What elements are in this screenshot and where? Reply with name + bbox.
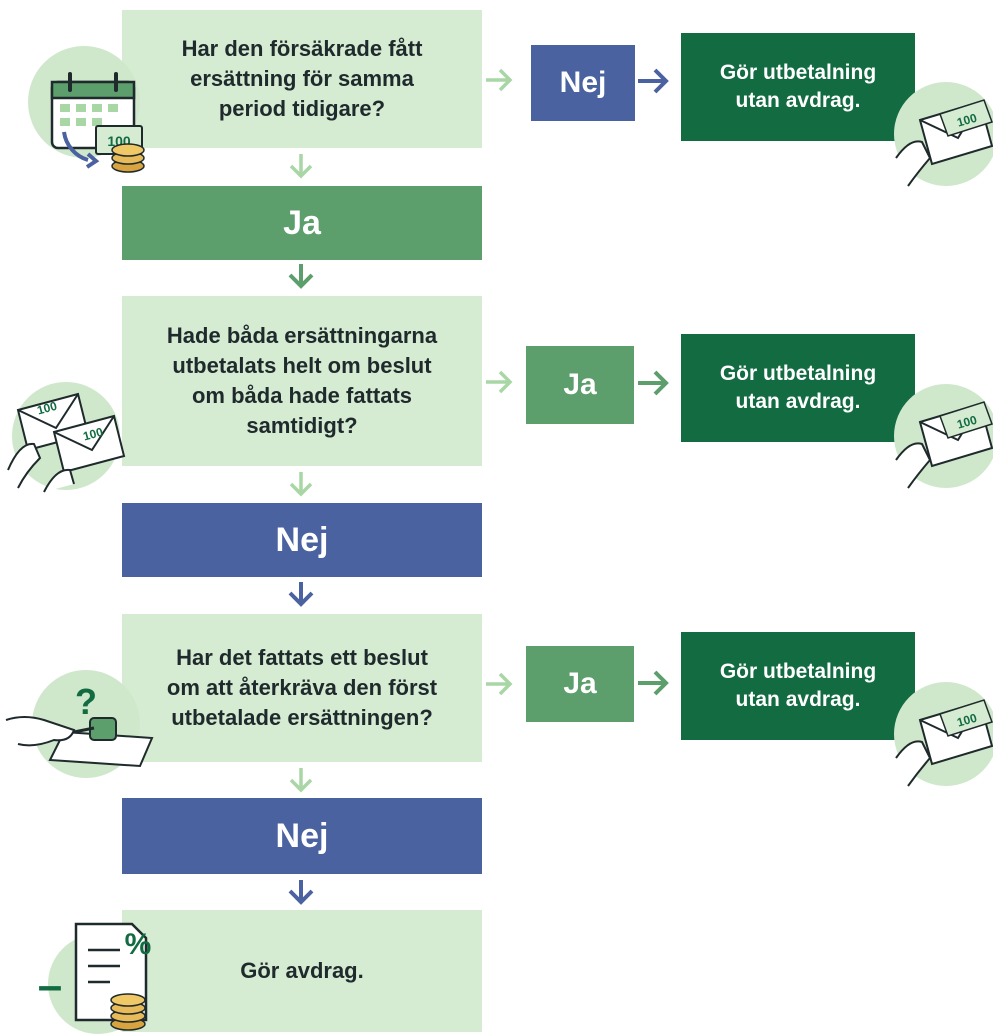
question-3-box: Har det fattats ett beslut om att återkr… [122,614,482,762]
arrow-right-3 [636,668,670,698]
arrow-right-light-1 [484,66,514,94]
envelope-100-icon: 100 [888,382,993,492]
svg-text:100: 100 [955,111,978,130]
result-1-text: Gör utbetalning utan avdrag. [719,61,877,112]
result-3-text: Gör utbetalning utan avdrag. [719,660,877,711]
question-3-text: Har det fattats ett beslut om att återkr… [166,645,438,730]
gavel-question-icon: ? [4,670,160,780]
side-answer-1-label: Nej [559,66,607,99]
svg-text:%: % [125,928,152,961]
arrow-right-light-2 [484,368,514,396]
arrow-down-light-3 [287,766,315,794]
side-answer-2: Ja [526,346,634,424]
envelopes-money-icon: 100 100 [4,360,144,500]
svg-text:100: 100 [955,711,978,730]
side-answer-1: Nej [531,45,635,121]
result-3-box: Gör utbetalning utan avdrag. [681,632,915,740]
arrow-down-3 [286,878,316,906]
down-answer-1: Ja [122,186,482,260]
document-percent-coins-icon: – % [28,914,168,1034]
svg-text:–: – [38,961,62,1010]
arrow-down-2 [286,580,316,608]
arrow-down-light-2 [287,470,315,498]
side-answer-2-label: Ja [563,368,597,401]
arrow-right-light-3 [484,670,514,698]
down-answer-2-label: Nej [275,520,329,559]
svg-text:100: 100 [35,399,58,418]
down-answer-1-label: Ja [283,203,321,242]
question-1-box: Har den försäkrade fått ersättning för s… [122,10,482,148]
result-2-box: Gör utbetalning utan avdrag. [681,334,915,442]
calendar-money-icon: 100 [26,42,156,177]
arrow-down-light-1 [287,152,315,180]
question-2-box: Hade båda ersättningarna utbetalats helt… [122,296,482,466]
down-answer-2: Nej [122,503,482,577]
question-1-text: Har den försäkrade fått ersättning för s… [181,36,423,121]
result-1-box: Gör utbetalning utan avdrag. [681,33,915,141]
result-2-text: Gör utbetalning utan avdrag. [719,362,877,413]
svg-text:?: ? [75,681,97,722]
final-box: Gör avdrag. [122,910,482,1032]
arrow-right-1 [636,66,670,96]
envelope-100-icon: 100 [888,80,993,190]
side-answer-3-label: Ja [563,667,597,700]
side-answer-3: Ja [526,646,634,722]
question-2-text: Hade båda ersättningarna utbetalats helt… [166,323,438,438]
svg-text:100: 100 [81,425,104,444]
down-answer-3: Nej [122,798,482,874]
envelope-100-icon: 100 [888,680,993,790]
down-answer-3-label: Nej [275,816,329,855]
arrow-right-2 [636,368,670,398]
svg-text:100: 100 [955,413,978,432]
final-text: Gör avdrag. [240,958,364,983]
arrow-down-1 [286,262,316,290]
